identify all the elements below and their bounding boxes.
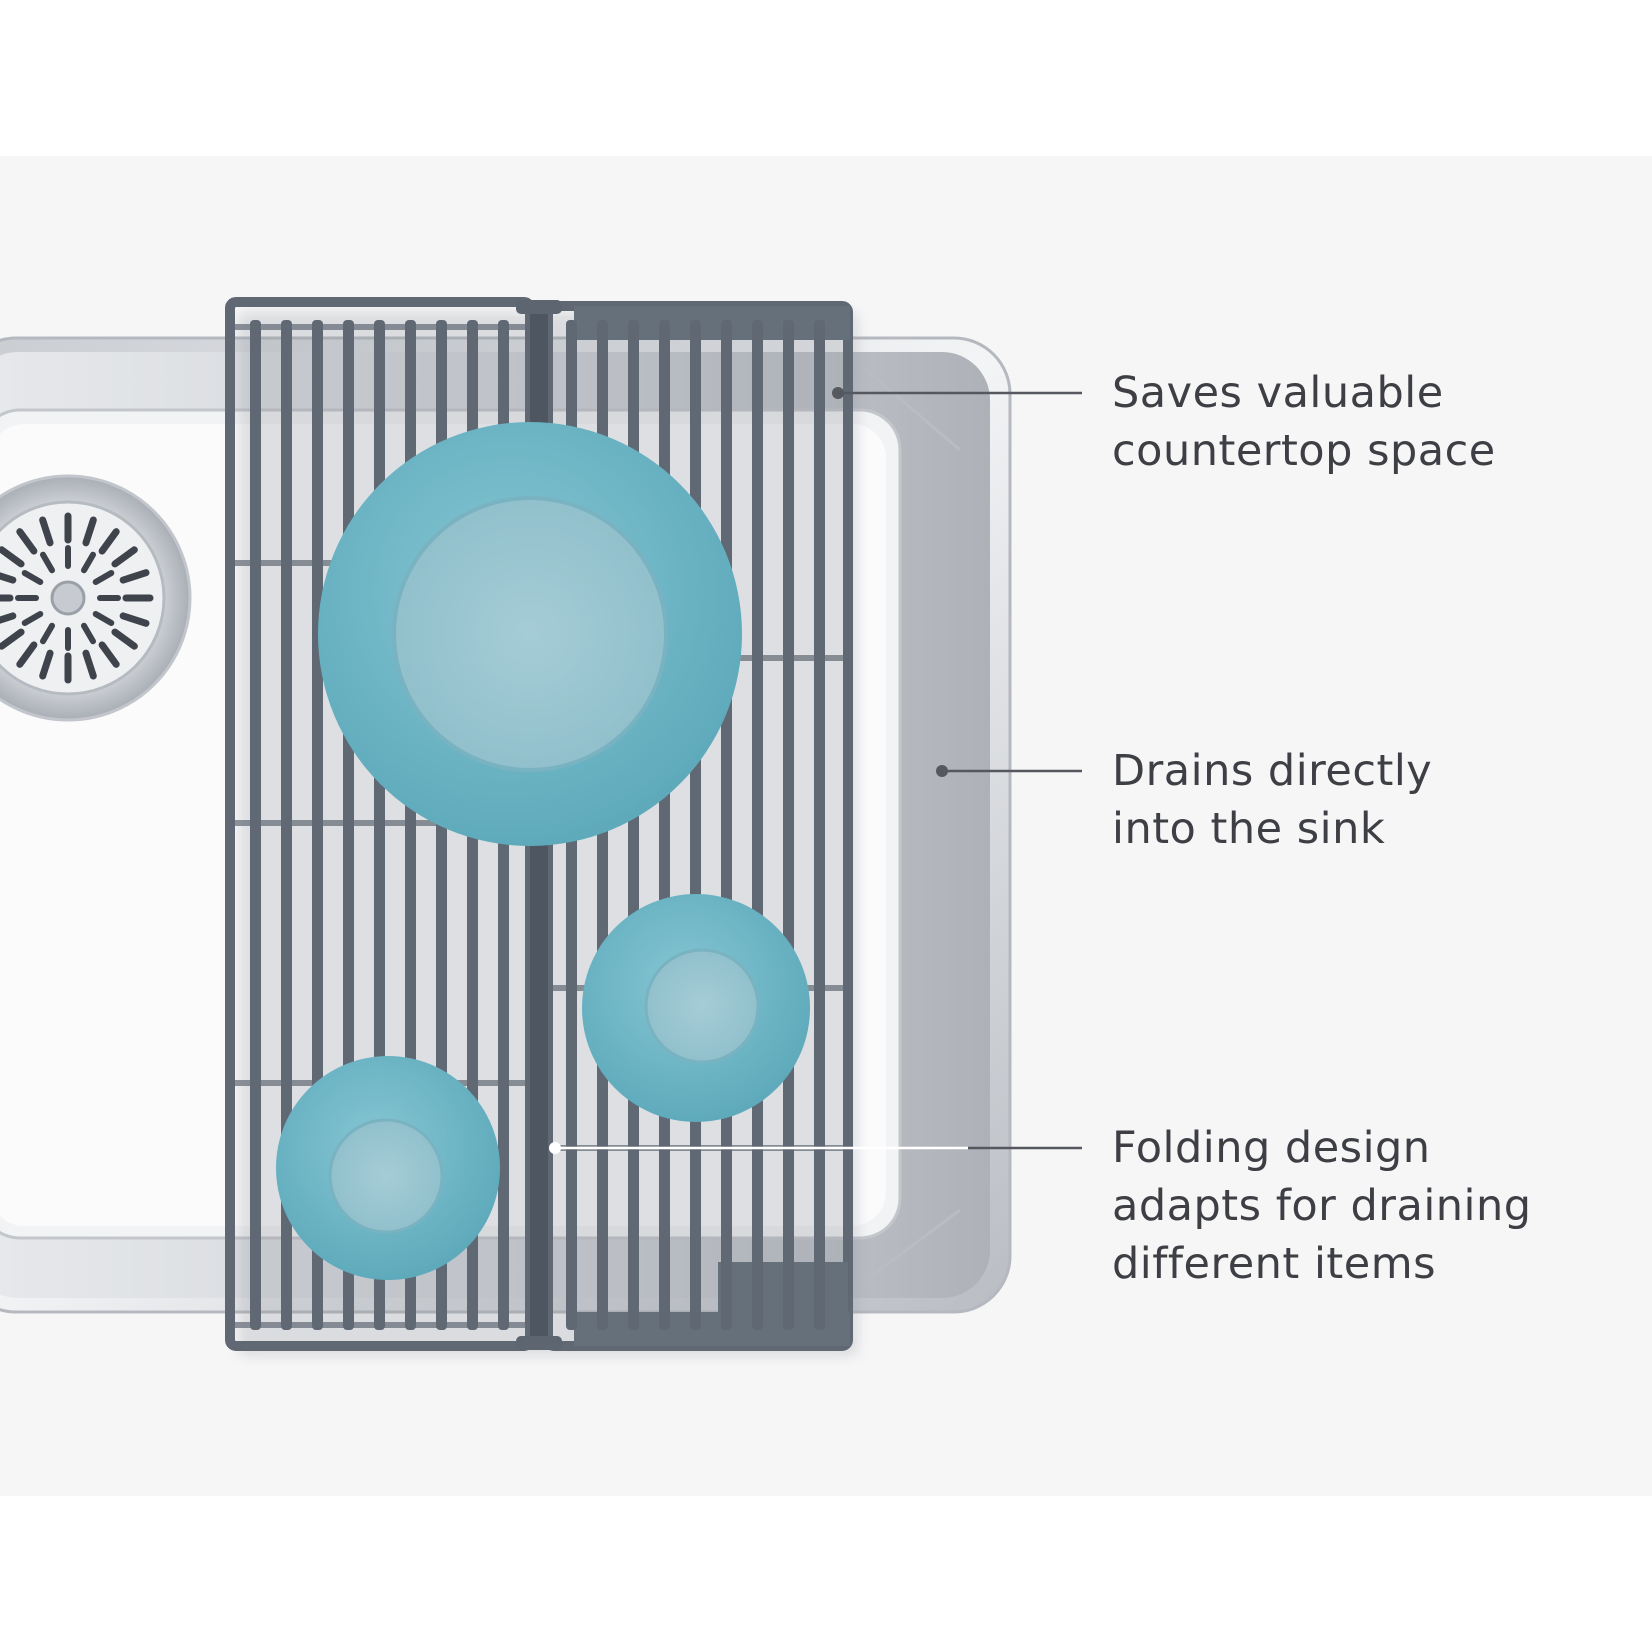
drain-slot [119,612,150,627]
rack-bar [690,320,701,1330]
leader-line-3 [549,1142,1082,1154]
bowl-left [276,1056,500,1280]
callout-line: different items [1112,1239,1436,1289]
drain-slot [0,612,17,624]
callout-line: adapts for draining [1112,1181,1532,1231]
drain-slot [39,649,54,680]
drain-slot [81,622,96,645]
rack-crossbar [234,820,526,826]
drain-slot [98,641,120,668]
rack-crossbar [234,1322,526,1328]
drain-slot [82,516,97,547]
leader-line-1 [832,387,1082,399]
drain-slot [0,546,25,568]
drain-slot [82,649,97,680]
callout-drains-directly: Drains directly into the sink [1112,742,1432,858]
drain-slot [16,528,38,555]
drain-slot [92,611,115,626]
rack-crossbar [234,324,526,330]
drain-slot [98,528,120,555]
drain-slot [16,641,38,668]
callout-line: countertop space [1112,426,1496,476]
drain-strainer-icon [0,474,192,722]
drain-slot [92,570,115,585]
rack-bar [814,320,825,1330]
drain-slot [40,551,55,574]
leader-line-2 [936,765,1082,777]
drain-slot [0,628,25,650]
large-plate [318,422,742,846]
callout-line: Saves valuable [1112,368,1444,418]
drain-slot [0,572,17,584]
drain-slot [111,628,138,650]
callout-line: Folding design [1112,1123,1431,1173]
drain-slot [40,622,55,645]
drain-slot [111,546,138,568]
callout-folding-design: Folding design adapts for draining diffe… [1112,1119,1532,1293]
drain-slot [119,569,150,584]
drain-slot [81,551,96,574]
bowl-right [582,894,810,1122]
callout-line: Drains directly [1112,746,1433,796]
rack-bar [721,320,732,1330]
drain-slot [39,516,54,547]
rack-bar [752,320,763,1330]
callout-line: into the sink [1112,804,1386,854]
drain-slot [21,611,44,626]
callout-saves-space: Saves valuable countertop space [1112,364,1496,480]
rack-bar [783,320,794,1330]
drain-slot [21,570,44,585]
